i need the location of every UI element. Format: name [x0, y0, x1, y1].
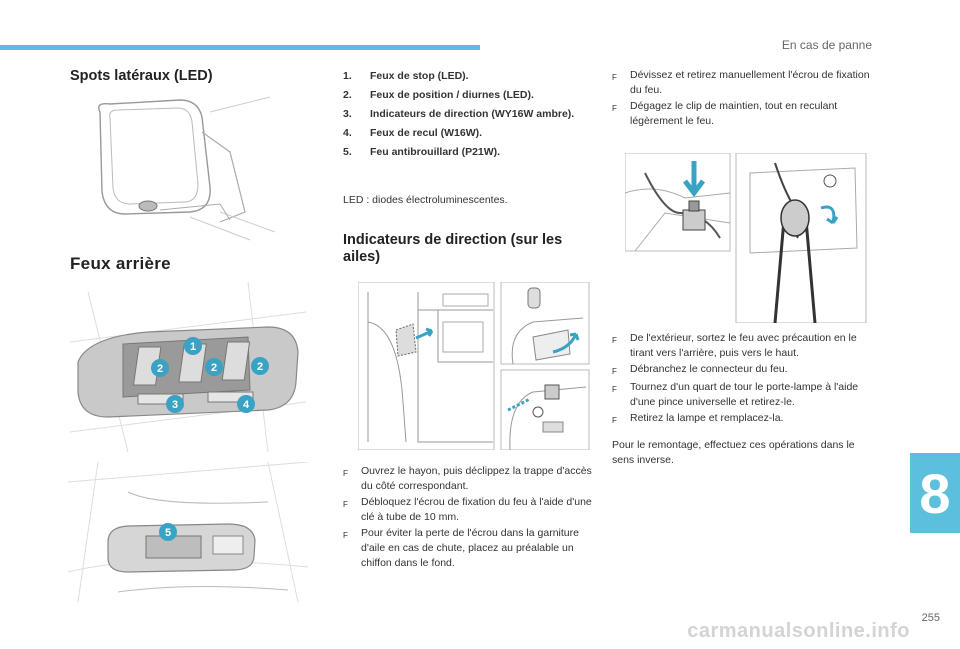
- list-item: 4.Feux de recul (W16W).: [343, 127, 483, 139]
- callout-2b: 2: [211, 362, 217, 374]
- lamp-list: 1.Feux de stop (LED). 2.Feux de position…: [343, 69, 583, 164]
- callout-2a: 2: [157, 363, 163, 375]
- callout-3: 3: [172, 399, 178, 411]
- led-note: LED : diodes électroluminescentes.: [343, 194, 508, 206]
- list-item: 1.Feux de stop (LED).: [343, 70, 469, 82]
- watermark: carmanualsonline.info: [687, 620, 910, 642]
- callout-5: 5: [165, 527, 171, 539]
- chapter-tab: 8: [910, 453, 960, 533]
- trunk-access-illustration: [358, 282, 590, 450]
- heading-feux-arriere: Feux arrière: [70, 254, 171, 273]
- mirror-illustration: [70, 92, 280, 242]
- page-number: 255: [921, 612, 940, 624]
- list-item: 5.Feu antibrouillard (P21W).: [343, 146, 501, 158]
- reassembly-note: Pour le remontage, effectuez ces opérati…: [612, 439, 855, 466]
- callout-2c: 2: [257, 361, 263, 373]
- top-accent-bar: [0, 45, 480, 50]
- nut-removal-illustration: [625, 153, 867, 323]
- callout-4: 4: [243, 399, 250, 411]
- heading-indicateurs: Indicateurs de direction (sur les ailes): [343, 232, 563, 265]
- rear-lamp-illustration: 1 2 2 2 3 4: [68, 282, 308, 457]
- list-item: 2.Feux de position / diurnes (LED).: [343, 89, 534, 101]
- list-item: 3.Indicateurs de direction (WY16W ambre)…: [343, 108, 575, 120]
- fog-lamp-illustration: 5: [68, 462, 308, 604]
- callout-1: 1: [190, 341, 196, 353]
- heading-spots-lateraux: Spots latéraux (LED): [70, 68, 213, 84]
- section-title: En cas de panne: [781, 38, 872, 52]
